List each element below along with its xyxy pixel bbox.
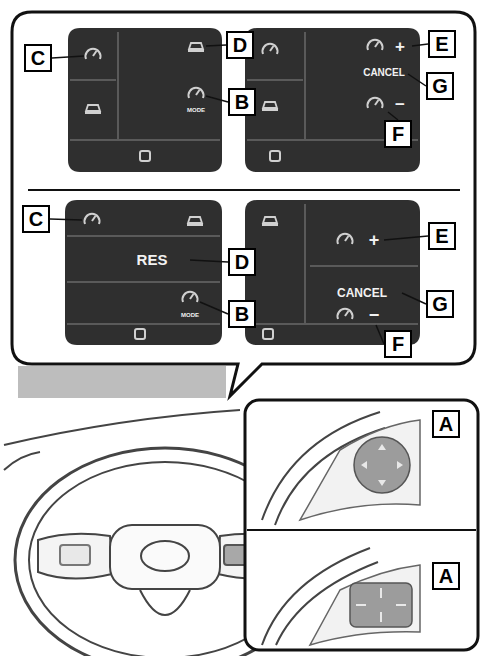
switch-panel [140, 151, 150, 161]
switch-panel [270, 151, 280, 161]
switch-panel [262, 102, 278, 111]
steering-wheel [38, 534, 112, 579]
inset-panel [361, 444, 403, 486]
switch-panel [368, 40, 383, 50]
switch-panel [65, 200, 222, 345]
grey-bar [18, 366, 226, 398]
inset-panel [350, 583, 412, 627]
steering-wheel [140, 590, 190, 615]
leader-lines [384, 236, 428, 240]
switch-panel [85, 105, 101, 114]
switch-text: MODE [181, 312, 199, 318]
switch-text: − [395, 96, 405, 113]
inset-panel [310, 565, 420, 645]
leader-lines [52, 56, 84, 58]
switch-text: CANCEL [363, 68, 405, 78]
callout-letter: B [228, 88, 256, 116]
steering-wheel [141, 541, 189, 571]
switch-panel [338, 234, 353, 244]
switch-panel [245, 200, 420, 345]
switch-panel [368, 98, 383, 108]
switch-panel [135, 329, 145, 339]
switch-panel [247, 204, 418, 324]
switch-text: − [369, 306, 380, 324]
callout-letter: D [226, 31, 254, 59]
switch-panel [245, 200, 420, 345]
switch-text: CANCEL [337, 287, 387, 299]
leader-lines [408, 74, 426, 86]
switch-panel [263, 44, 278, 54]
steering-wheel [110, 525, 220, 589]
callout-letter: G [426, 72, 454, 100]
leader-lines [402, 293, 426, 304]
leader-lines [388, 112, 398, 120]
inset-panel [356, 588, 406, 622]
callout-letter: A [432, 562, 460, 590]
switch-panel [262, 217, 278, 226]
callout-panel [12, 12, 475, 396]
switch-panel [68, 28, 222, 172]
leader-lines [412, 44, 428, 46]
switch-panel [187, 217, 203, 226]
switch-panel [183, 292, 198, 302]
switch-text: RES [137, 252, 168, 267]
inset-panel [300, 420, 420, 520]
callout-letter: A [432, 410, 460, 438]
switch-panel [245, 28, 420, 172]
callout-letter: B [228, 300, 256, 328]
callout-letter: G [426, 290, 454, 318]
callout-letter: E [428, 222, 456, 250]
switch-panel [245, 28, 420, 172]
inset-panel [354, 437, 410, 493]
switch-panel [86, 49, 101, 59]
leader-lines [376, 325, 384, 344]
steering-wheel [4, 452, 40, 470]
switch-panel [70, 32, 220, 140]
steering-wheel [60, 545, 90, 565]
switch-panel [263, 329, 273, 339]
callout-letter: D [228, 248, 256, 276]
switch-panel [68, 28, 222, 172]
leader-lines [190, 260, 228, 262]
switch-text: + [395, 38, 405, 55]
switch-text: MODE [187, 107, 205, 113]
switch-panel [338, 309, 353, 319]
inset-panel [247, 529, 476, 531]
inset-panel [245, 400, 478, 650]
switch-panel [189, 88, 204, 98]
callout-letter: E [428, 30, 456, 58]
switch-panel [67, 236, 220, 324]
callout-letter: C [22, 205, 50, 233]
divider-line [28, 189, 460, 191]
switch-panel [65, 200, 222, 345]
inset-panel [245, 400, 478, 650]
callout-letter: F [384, 330, 412, 358]
leader-lines [206, 96, 228, 102]
leader-lines [50, 219, 82, 220]
switch-text: + [369, 231, 380, 249]
callout-letter: F [384, 120, 412, 148]
steering-wheel [4, 410, 240, 445]
switch-panel [188, 43, 204, 52]
switch-panel [85, 214, 100, 224]
leader-lines [200, 302, 228, 314]
callout-letter: C [24, 44, 52, 72]
leader-lines [50, 44, 428, 344]
leader-lines [206, 45, 226, 46]
